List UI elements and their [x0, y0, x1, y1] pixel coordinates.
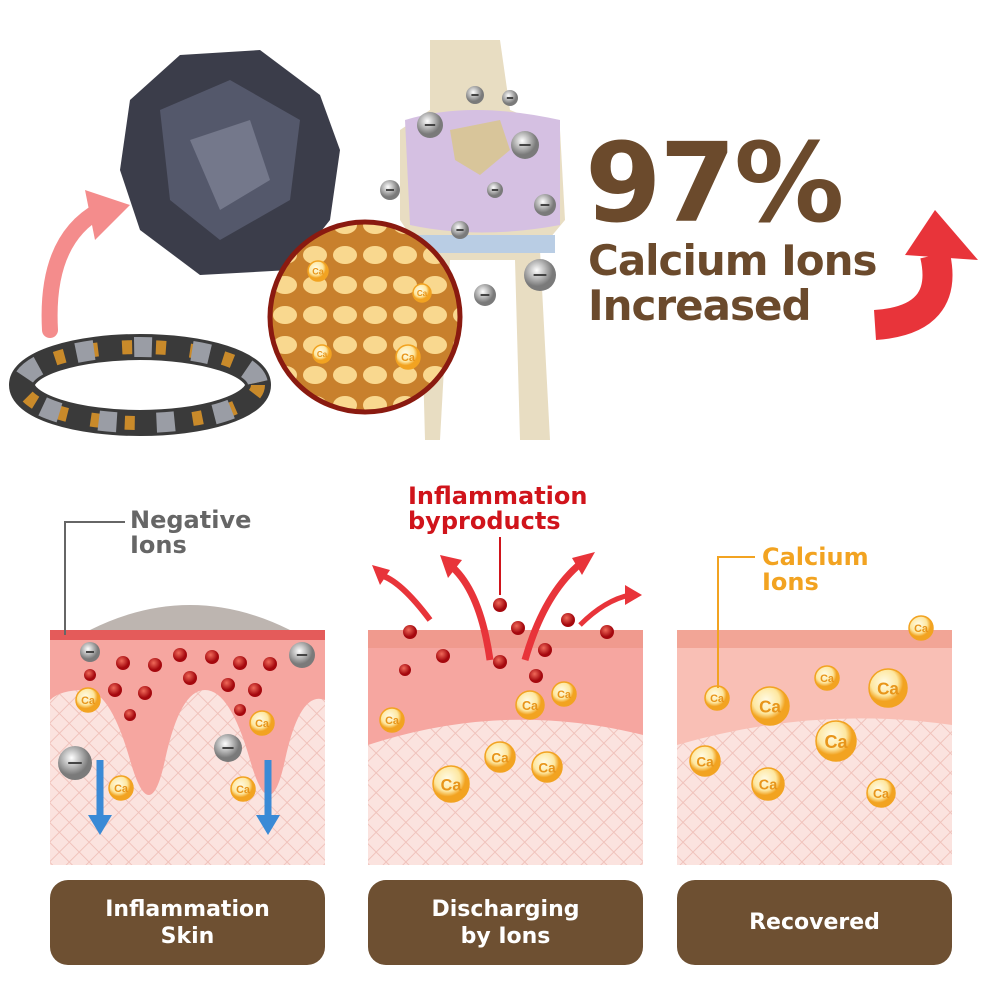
calcium-ion-particles — [75, 260, 934, 808]
up-arrow-right-icon — [873, 210, 978, 340]
calcium-ion-label: Ca — [441, 776, 463, 794]
minus-sign-icon — [506, 97, 514, 99]
calcium-ion-label: Ca — [236, 784, 251, 796]
calcium-ion-label: Ca — [255, 718, 270, 730]
callout-line: Ions — [130, 531, 187, 559]
calcium-ion-label: Ca — [696, 754, 714, 769]
calcium-ion-label: Ca — [81, 695, 96, 707]
recovered-panel — [677, 630, 952, 865]
stage-label-line: Recovered — [749, 910, 880, 935]
minus-sign-icon — [296, 654, 308, 656]
discharging-panel — [368, 552, 643, 865]
callout-line: Negative — [130, 506, 252, 534]
calcium-ion-label: Ca — [385, 715, 400, 727]
calcium-ion-label: Ca — [522, 699, 539, 713]
calcium-ions-callout: Calcium Ions — [762, 545, 869, 595]
callout-line: Calcium — [762, 543, 869, 571]
calcium-ion-label: Ca — [824, 732, 848, 752]
headline-line2: Increased — [588, 281, 812, 330]
inflammation-skin-panel — [50, 605, 325, 865]
calcium-ion-label: Ca — [759, 778, 778, 794]
minus-sign-icon — [386, 189, 394, 191]
minus-sign-icon — [491, 189, 499, 191]
bracelet-image — [9, 334, 271, 436]
minus-sign-icon — [456, 229, 464, 231]
stage-label-recovered: Recovered — [677, 880, 952, 965]
headline-line1: Calcium Ions — [588, 236, 878, 285]
calcium-ion-label: Ca — [317, 350, 328, 359]
calcium-ion-label: Ca — [710, 693, 725, 705]
calcium-ion-label: Ca — [759, 698, 781, 717]
inflammation-byproducts-callout: Inflammation byproducts — [408, 484, 587, 534]
calcium-ion-label: Ca — [914, 623, 929, 635]
minus-sign-icon — [519, 144, 531, 146]
minus-sign-icon — [222, 747, 234, 749]
callout-line: Ions — [762, 568, 819, 596]
minus-sign-icon — [471, 94, 479, 96]
calcium-ion-label: Ca — [538, 760, 556, 775]
calcium-ion-label: Ca — [557, 689, 572, 701]
calcium-ion-label: Ca — [417, 289, 428, 298]
minus-sign-icon — [86, 651, 94, 653]
minus-sign-icon — [540, 204, 550, 206]
stage-label-line: Discharging — [431, 896, 580, 922]
rock-image — [120, 50, 340, 275]
calcium-ion-label: Ca — [312, 267, 324, 277]
up-arrow-left-icon — [41, 190, 130, 338]
calcium-ion-label: Ca — [820, 673, 835, 685]
negative-ions-callout: Negative Ions — [130, 508, 251, 558]
callout-lines — [64, 521, 755, 688]
minus-sign-icon — [533, 274, 547, 276]
minus-sign-icon — [480, 294, 490, 296]
calcium-ion-label: Ca — [491, 750, 509, 765]
calcium-ion-label: Ca — [114, 783, 129, 795]
bone-tissue-circle — [267, 219, 463, 415]
percent-headline: 97% — [585, 119, 844, 247]
calcium-ion-label: Ca — [873, 787, 890, 801]
calcium-ion-label: Ca — [401, 352, 416, 364]
stage-label-line: by Ions — [460, 923, 551, 949]
callout-line: byproducts — [408, 507, 561, 535]
minus-sign-icon — [68, 762, 82, 764]
stage-label-line: Skin — [160, 923, 215, 949]
negative-ion-particles-skin — [58, 642, 315, 780]
calcium-ion-label: Ca — [877, 680, 899, 699]
inflammation-particles — [84, 598, 614, 721]
callout-line: Inflammation — [408, 482, 588, 510]
minus-sign-icon — [424, 124, 436, 126]
stage-label-line: Inflammation — [105, 896, 270, 922]
